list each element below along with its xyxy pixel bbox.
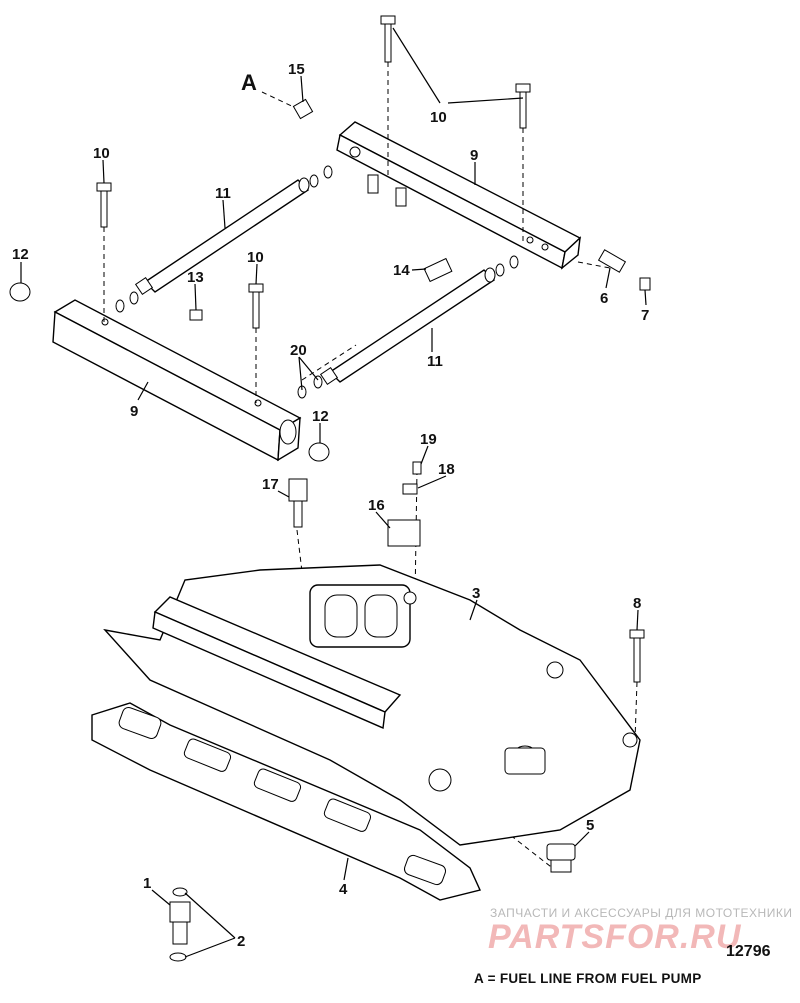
fitting-6	[597, 249, 627, 273]
callout-18: 18	[438, 461, 455, 478]
callout-3: 3	[472, 585, 480, 602]
callout-7: 7	[641, 307, 649, 324]
figure-number: 12796	[726, 943, 771, 960]
callout-20: 20	[290, 342, 307, 359]
callout-13: 13	[187, 269, 204, 286]
intake-manifold	[103, 564, 641, 846]
callout-10-left: 10	[93, 145, 110, 162]
callout-12-right: 12	[312, 408, 329, 425]
watermark-logo: PARTSFOR.RU	[488, 918, 742, 956]
watermark-tagline: ЗАПЧАСТИ И АКСЕССУАРЫ ДЛЯ МОТОТЕХНИКИ	[490, 906, 793, 920]
callout-4: 4	[339, 881, 348, 898]
crossover-tube-lower	[319, 267, 496, 386]
footnote-legend: A = FUEL LINE FROM FUEL PUMP	[474, 971, 702, 986]
plug-5	[546, 843, 576, 873]
fitting-15	[292, 98, 314, 120]
crossover-tube-upper	[134, 177, 310, 296]
callout-12-left: 12	[12, 246, 29, 263]
intake-gasket	[91, 702, 481, 901]
screw-19	[412, 461, 422, 475]
bolt-right	[515, 83, 531, 129]
reference-label-a: A	[241, 70, 257, 95]
bolt-top	[380, 15, 396, 63]
fitting-7	[639, 277, 651, 291]
callout-14: 14	[393, 262, 410, 279]
callout-17: 17	[262, 476, 279, 493]
cap-12-left	[9, 282, 31, 302]
callout-labels: A 15 10 9 10 11 12 10 14 13 6 7 20 11 9 …	[12, 61, 649, 950]
bolt-long-8	[629, 629, 645, 683]
fuel-rail-upper	[336, 121, 582, 270]
callout-19: 19	[420, 431, 437, 448]
callout-6: 6	[600, 290, 608, 307]
leader-lines	[20, 27, 647, 958]
fuel-rail-lower	[52, 299, 302, 462]
bolt-center	[248, 283, 264, 329]
cap-12-right	[308, 442, 330, 462]
callout-11-upper: 11	[215, 185, 231, 202]
callout-5: 5	[586, 817, 594, 834]
callout-16: 16	[368, 497, 385, 514]
callout-10-top: 10	[430, 109, 447, 126]
clip-18	[402, 483, 418, 495]
bolt-left	[96, 182, 112, 228]
callout-8: 8	[633, 595, 641, 612]
callout-15: 15	[288, 61, 305, 78]
callout-9-lower: 9	[130, 403, 138, 420]
callout-10-center: 10	[247, 249, 264, 266]
callout-1: 1	[143, 875, 151, 892]
fitting-13	[189, 309, 203, 321]
regulator-14	[423, 257, 453, 283]
o-ring-set	[115, 165, 519, 399]
callout-9-upper: 9	[470, 147, 478, 164]
callout-11-lower: 11	[427, 353, 443, 370]
sensor-16	[387, 519, 421, 547]
callout-2: 2	[237, 933, 245, 950]
fuel-injector	[169, 887, 191, 962]
sensor-17	[288, 478, 308, 528]
